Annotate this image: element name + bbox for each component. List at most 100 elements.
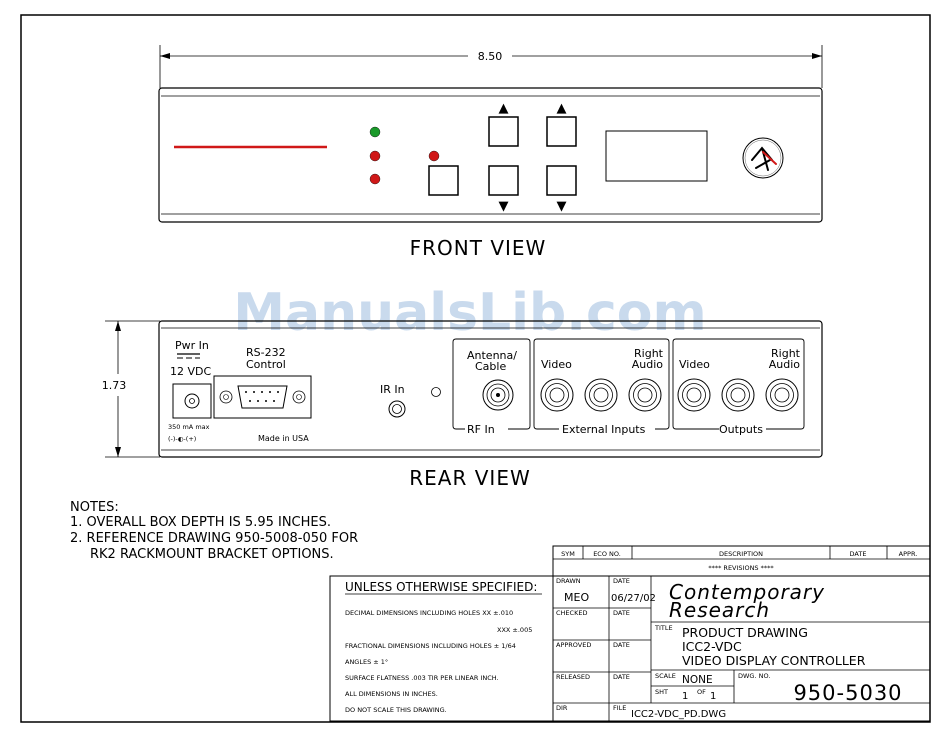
height-dimension-label: 1.73	[102, 379, 127, 392]
drawing-number: 950-5030	[793, 681, 902, 705]
out-video-label: Video	[679, 358, 710, 371]
dwg-no-label: DWG. NO.	[738, 672, 770, 680]
rca-jack-out-right	[765, 378, 799, 412]
spec-flatness: SURFACE FLATNESS .003 TIR PER LINEAR INC…	[345, 674, 499, 682]
up-button-2	[546, 116, 577, 147]
rev-header-date: DATE	[850, 550, 867, 558]
select-button	[428, 165, 459, 196]
rs232-connector	[213, 375, 312, 419]
350ma-label: 350 mA max	[168, 423, 210, 431]
notes-header: NOTES:	[70, 500, 119, 515]
sheet-value: 1	[682, 691, 688, 702]
led-red-1	[369, 150, 381, 162]
polarity-label: (-)-◐-(+)	[168, 435, 196, 443]
drawn-label: DRAWN	[556, 577, 581, 585]
ir-in-label: IR In	[380, 383, 405, 396]
ext-video-label: Video	[541, 358, 572, 371]
down-arrow-icon: ▼	[499, 199, 509, 214]
notes: NOTES: 1. OVERALL BOX DEPTH IS 5.95 INCH…	[70, 500, 358, 562]
note-2: 2. REFERENCE DRAWING 950-5008-050 FOR	[70, 531, 358, 546]
led-green	[369, 126, 381, 138]
up-arrow-icon: ▲	[557, 101, 567, 116]
rev-header-appr: APPR.	[899, 550, 918, 558]
revisions-caption: **** REVISIONS ****	[708, 564, 774, 572]
of-value: 1	[710, 691, 716, 702]
rca-jack-out-video	[677, 378, 711, 412]
released-date-label: DATE	[613, 673, 630, 681]
ext-audio-label: Audio	[632, 358, 664, 371]
control-label: Control	[246, 358, 286, 371]
front-view-caption: FRONT VIEW	[410, 236, 547, 260]
spec-angles: ANGLES ± 1°	[345, 658, 388, 666]
date-label: DATE	[613, 577, 630, 585]
scale-value: NONE	[682, 674, 713, 686]
external-inputs-group	[533, 338, 670, 430]
revisions-table: SYM ECO NO. DESCRIPTION DATE APPR. **** …	[552, 545, 931, 577]
file-value: ICC2-VDC_PD.DWG	[631, 709, 726, 720]
outputs-label: Outputs	[719, 423, 763, 436]
rca-jack-ext-video	[540, 378, 574, 412]
power-jack	[172, 383, 212, 419]
date-value: 06/27/02	[611, 593, 656, 604]
title-label: TITLE	[654, 624, 673, 632]
approved-label: APPROVED	[556, 641, 591, 649]
approved-date-label: DATE	[613, 641, 630, 649]
drawing-border	[20, 14, 931, 723]
file-label: FILE	[613, 704, 626, 712]
external-inputs-label: External Inputs	[562, 423, 646, 436]
12vdc-label: 12 VDC	[170, 365, 211, 378]
rev-header-eco: ECO NO.	[593, 550, 621, 558]
led-red-3	[428, 150, 440, 162]
made-in-usa-label: Made in USA	[258, 434, 309, 443]
sheet-label: SHT	[655, 688, 668, 696]
company-name-2: Research	[669, 598, 770, 622]
note-1: 1. OVERALL BOX DEPTH IS 5.95 INCHES.	[70, 515, 331, 530]
outputs-group	[672, 338, 805, 430]
title-line-1: PRODUCT DRAWING	[682, 625, 808, 640]
down-button-2	[546, 165, 577, 196]
down-button-1	[488, 165, 519, 196]
rs232-label: RS-232	[246, 346, 286, 359]
rf-in-label: RF In	[467, 423, 495, 436]
rca-jack-ext-left	[584, 378, 618, 412]
spec-decimal: DECIMAL DIMENSIONS INCLUDING HOLES XX ±.…	[345, 609, 513, 617]
title-block: DRAWN MEO DATE 06/27/02 CHECKED DATE APP…	[552, 575, 931, 722]
led-red-2	[369, 173, 381, 185]
company-name-1: Contemporary	[669, 580, 825, 604]
title-line-2: ICC2-VDC	[682, 639, 742, 654]
up-arrow-icon: ▲	[499, 101, 509, 116]
antenna-label: Antenna/	[467, 349, 517, 362]
rev-header-description: DESCRIPTION	[719, 550, 763, 558]
front-panel: ▲ ▲ ▼ ▼	[158, 87, 823, 223]
width-dimension-label: 8.50	[478, 50, 503, 63]
pwr-in-label: Pwr In	[175, 339, 209, 352]
spec-fractional: FRACTIONAL DIMENSIONS INCLUDING HOLES ± …	[345, 642, 516, 650]
display-window	[605, 130, 708, 182]
spec-decimal-2: XXX ±.005	[497, 626, 532, 634]
cable-label: Cable	[475, 360, 506, 373]
released-label: RELEASED	[556, 673, 590, 681]
title-line-3: VIDEO DISPLAY CONTROLLER	[682, 653, 866, 668]
ir-in-jack	[388, 400, 406, 418]
dir-label: DIR	[556, 704, 568, 712]
width-dimension: 8.50	[159, 45, 823, 88]
rf-in-group	[452, 338, 531, 430]
out-right-label: Right	[771, 347, 801, 360]
of-label: OF	[697, 688, 706, 696]
note-2-continued: RK2 RACKMOUNT BRACKET OPTIONS.	[90, 547, 334, 562]
rca-jack-ext-right	[628, 378, 662, 412]
spec-inches: ALL DIMENSIONS IN INCHES.	[345, 690, 438, 698]
rear-panel: Pwr In 12 VDC 350 mA max (-)-◐-(+) RS-23…	[158, 320, 823, 458]
spec-title: UNLESS OTHERWISE SPECIFIED:	[345, 580, 537, 594]
rear-view-caption: REAR VIEW	[409, 466, 530, 490]
rf-connector	[482, 379, 514, 411]
rev-header-sym: SYM	[561, 550, 575, 558]
ir-receiver-icon	[742, 137, 784, 179]
out-audio-label: Audio	[769, 358, 801, 371]
checked-date-label: DATE	[613, 609, 630, 617]
down-arrow-icon: ▼	[557, 199, 567, 214]
drawn-value: MEO	[564, 591, 589, 604]
ext-right-label: Right	[634, 347, 664, 360]
checked-label: CHECKED	[556, 609, 587, 617]
